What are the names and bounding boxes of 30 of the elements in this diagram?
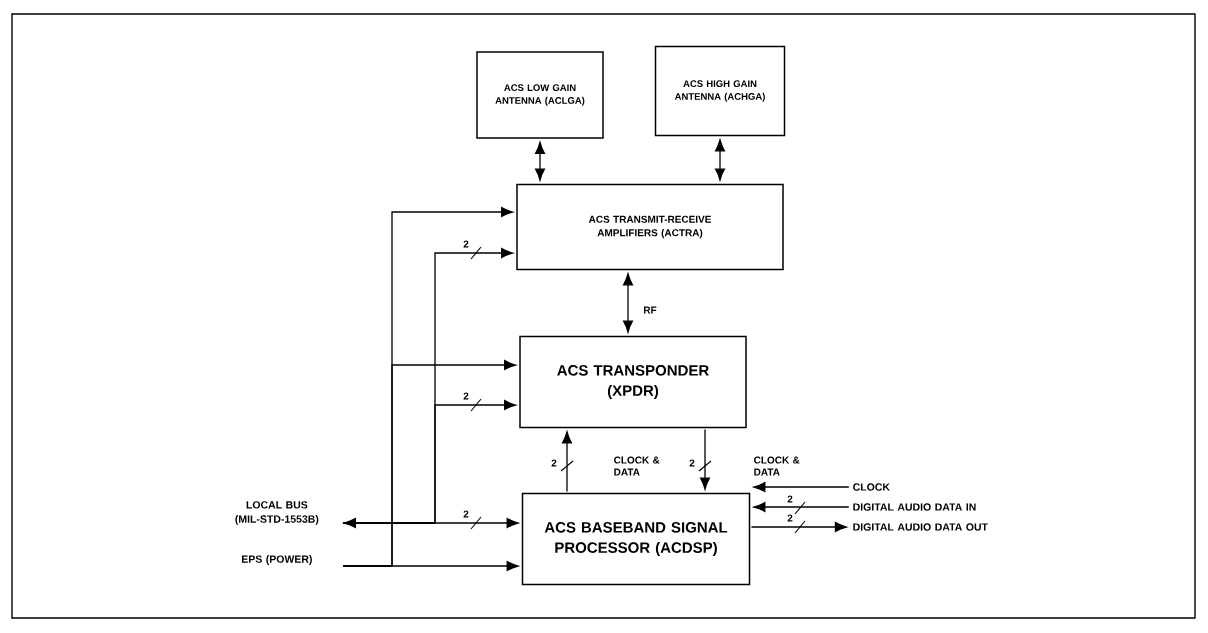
arrow <box>750 522 847 532</box>
port-label: EPS (POWER) <box>241 555 312 565</box>
edge-label: 2 <box>550 458 558 468</box>
arrow <box>535 141 545 181</box>
port-label: CLOCK <box>853 483 890 491</box>
block-box: ACS TRANSMIT-RECEIVE AMPLIFIERS (ACTRA) <box>516 183 784 271</box>
edge-label: 2 <box>462 509 470 519</box>
port-label: DIGITAL AUDIO DATA OUT <box>853 523 988 531</box>
edge-label: 2 <box>688 458 696 468</box>
arrow <box>753 502 850 512</box>
port-label: LOCAL BUS (MIL-STD-1553B) <box>235 501 319 525</box>
arrow <box>342 518 519 528</box>
arrow <box>753 482 850 492</box>
edge-label: 2 <box>786 513 794 523</box>
edge-label: 2 <box>786 494 794 504</box>
arrow <box>715 139 725 181</box>
arrow <box>623 273 633 333</box>
edge-label: 2 <box>462 239 470 249</box>
signal-label: CLOCK & DATA <box>754 456 800 476</box>
block-box: ACS HIGH GAIN ANTENNA (ACHGA) <box>654 45 786 137</box>
block-box: ACS LOW GAIN ANTENNA (ACLGA) <box>476 51 604 139</box>
edge-label: 2 <box>462 391 470 401</box>
port-label: DIGITAL AUDIO DATA IN <box>853 503 976 511</box>
arrow <box>342 561 519 571</box>
block-box: ACS TRANSPONDER (XPDR) <box>519 335 747 429</box>
edge-label: RF <box>642 305 658 315</box>
signal-label: CLOCK & DATA <box>614 456 660 476</box>
arrow <box>562 431 572 493</box>
arrow <box>700 428 710 490</box>
block-box: ACS BASEBAND SIGNAL PROCESSOR (ACDSP) <box>521 492 751 586</box>
